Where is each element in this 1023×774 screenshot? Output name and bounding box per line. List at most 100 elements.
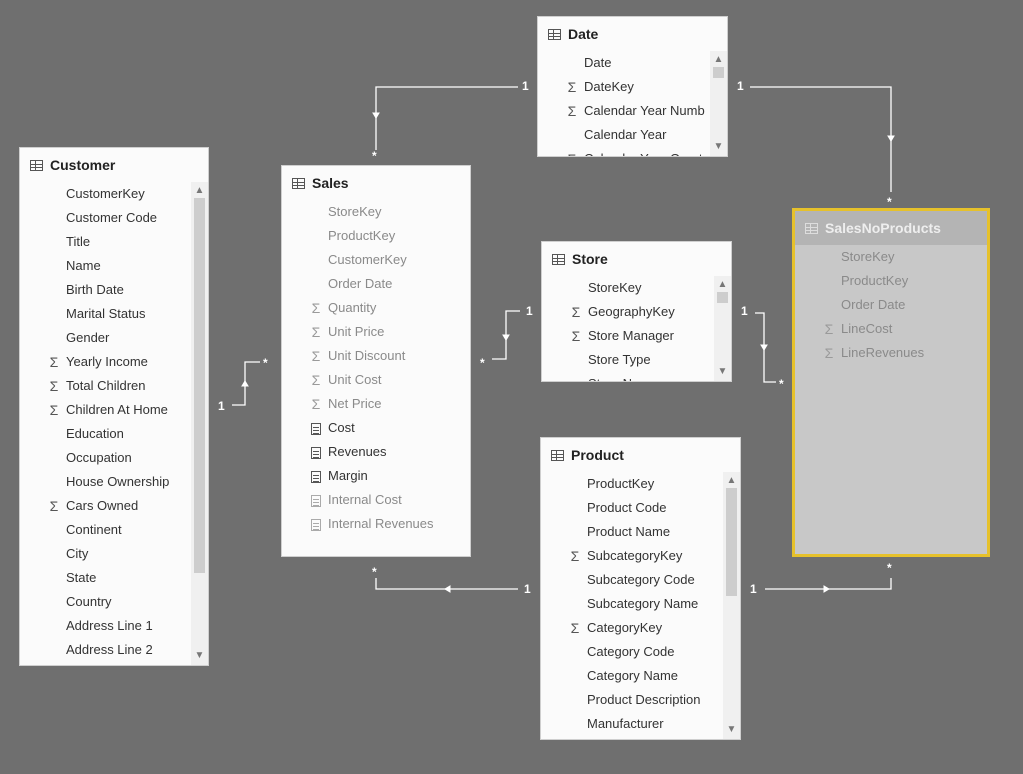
field-row[interactable]: ProductKey [541,472,722,496]
field-row[interactable]: StoreKey [542,276,713,300]
field-row[interactable]: Birth Date [20,278,190,302]
field-row[interactable]: Country [20,590,190,614]
field-label: State [66,570,97,585]
field-row[interactable]: Address Line 1 [20,614,190,638]
field-row[interactable]: Category Name [541,664,722,688]
scroll-thumb[interactable] [194,198,205,573]
field-row[interactable]: Subcategory Code [541,568,722,592]
scroll-up-icon[interactable]: ▲ [194,185,205,196]
field-row[interactable]: Address Line 2 [20,638,190,662]
rel-line-product-salesnoproducts[interactable] [765,578,892,590]
field-row[interactable]: Manufacturer [541,712,722,736]
field-row[interactable]: Internal Cost [282,488,452,512]
sigma-icon: Σ [824,321,834,337]
scroll-down-icon[interactable]: ▼ [717,366,728,377]
table-title: Store [572,251,608,267]
field-row[interactable]: Marital Status [20,302,190,326]
field-row[interactable]: Name [20,254,190,278]
scrollbar[interactable]: ▲ ▼ [710,51,727,156]
field-row[interactable]: Category Code [541,640,722,664]
field-label: Cars Owned [66,498,139,513]
field-row[interactable]: Gender [20,326,190,350]
scroll-down-icon[interactable]: ▼ [726,724,737,735]
field-row[interactable]: Product Code [541,496,722,520]
field-row[interactable]: Product Name [541,520,722,544]
scroll-up-icon[interactable]: ▲ [726,475,737,486]
scroll-thumb[interactable] [717,292,728,303]
rel-line-product-sales[interactable] [375,578,518,590]
field-row[interactable]: Margin [282,464,452,488]
field-row[interactable]: StoreKey [282,200,452,224]
table-header[interactable]: Product [541,438,740,472]
field-row[interactable]: Continent [20,518,190,542]
field-row[interactable]: Date [538,51,709,75]
scrollbar[interactable]: ▲ ▼ [191,182,208,665]
table-header[interactable]: SalesNoProducts [795,211,987,245]
field-row[interactable]: Calendar Year [538,123,709,147]
field-row[interactable]: State [20,566,190,590]
field-row[interactable]: Cost [282,416,452,440]
field-row[interactable]: ProductKey [282,224,452,248]
field-row[interactable]: Title [20,230,190,254]
field-row[interactable]: Customer Code [20,206,190,230]
field-row[interactable]: House Ownership [20,470,190,494]
field-row[interactable]: CustomerKey [20,182,190,206]
scroll-thumb[interactable] [726,488,737,596]
field-row[interactable]: CustomerKey [282,248,452,272]
field-row[interactable]: StoreKey [795,245,987,269]
field-row[interactable]: Order Date [282,272,452,296]
scroll-down-icon[interactable]: ▼ [713,141,724,152]
rel-line-date-sales[interactable] [375,86,518,150]
field-row[interactable]: ProductKey [795,269,987,293]
table-header[interactable]: Customer [20,148,208,182]
table-header[interactable]: Sales [282,166,470,200]
rel-line-date-salesnoproducts[interactable] [750,86,892,192]
table-header[interactable]: Store [542,242,731,276]
scroll-up-icon[interactable]: ▲ [713,54,724,65]
scroll-thumb[interactable] [713,67,724,78]
field-row[interactable]: Store Name [542,372,713,381]
field-row[interactable]: Product Description [541,688,722,712]
field-row[interactable]: Internal Revenues [282,512,452,536]
scrollbar[interactable]: ▲ ▼ [714,276,731,381]
field-label: Order Date [841,297,906,312]
table-header[interactable]: Date [538,17,727,51]
field-row[interactable]: Revenues [282,440,452,464]
field-row[interactable]: Subcategory Name [541,592,722,616]
scrollbar[interactable]: ▲ ▼ [723,472,740,739]
scroll-up-icon[interactable]: ▲ [717,279,728,290]
scroll-down-icon[interactable]: ▼ [194,650,205,661]
field-row[interactable]: Store Type [542,348,713,372]
field-row[interactable]: Order Date [795,293,987,317]
field-row[interactable]: Occupation [20,446,190,470]
field-label: DateKey [584,79,634,94]
field-label: Gender [66,330,110,345]
field-row[interactable]: Education [20,422,190,446]
field-row[interactable]: City [20,542,190,566]
field-label: Country [66,594,112,609]
